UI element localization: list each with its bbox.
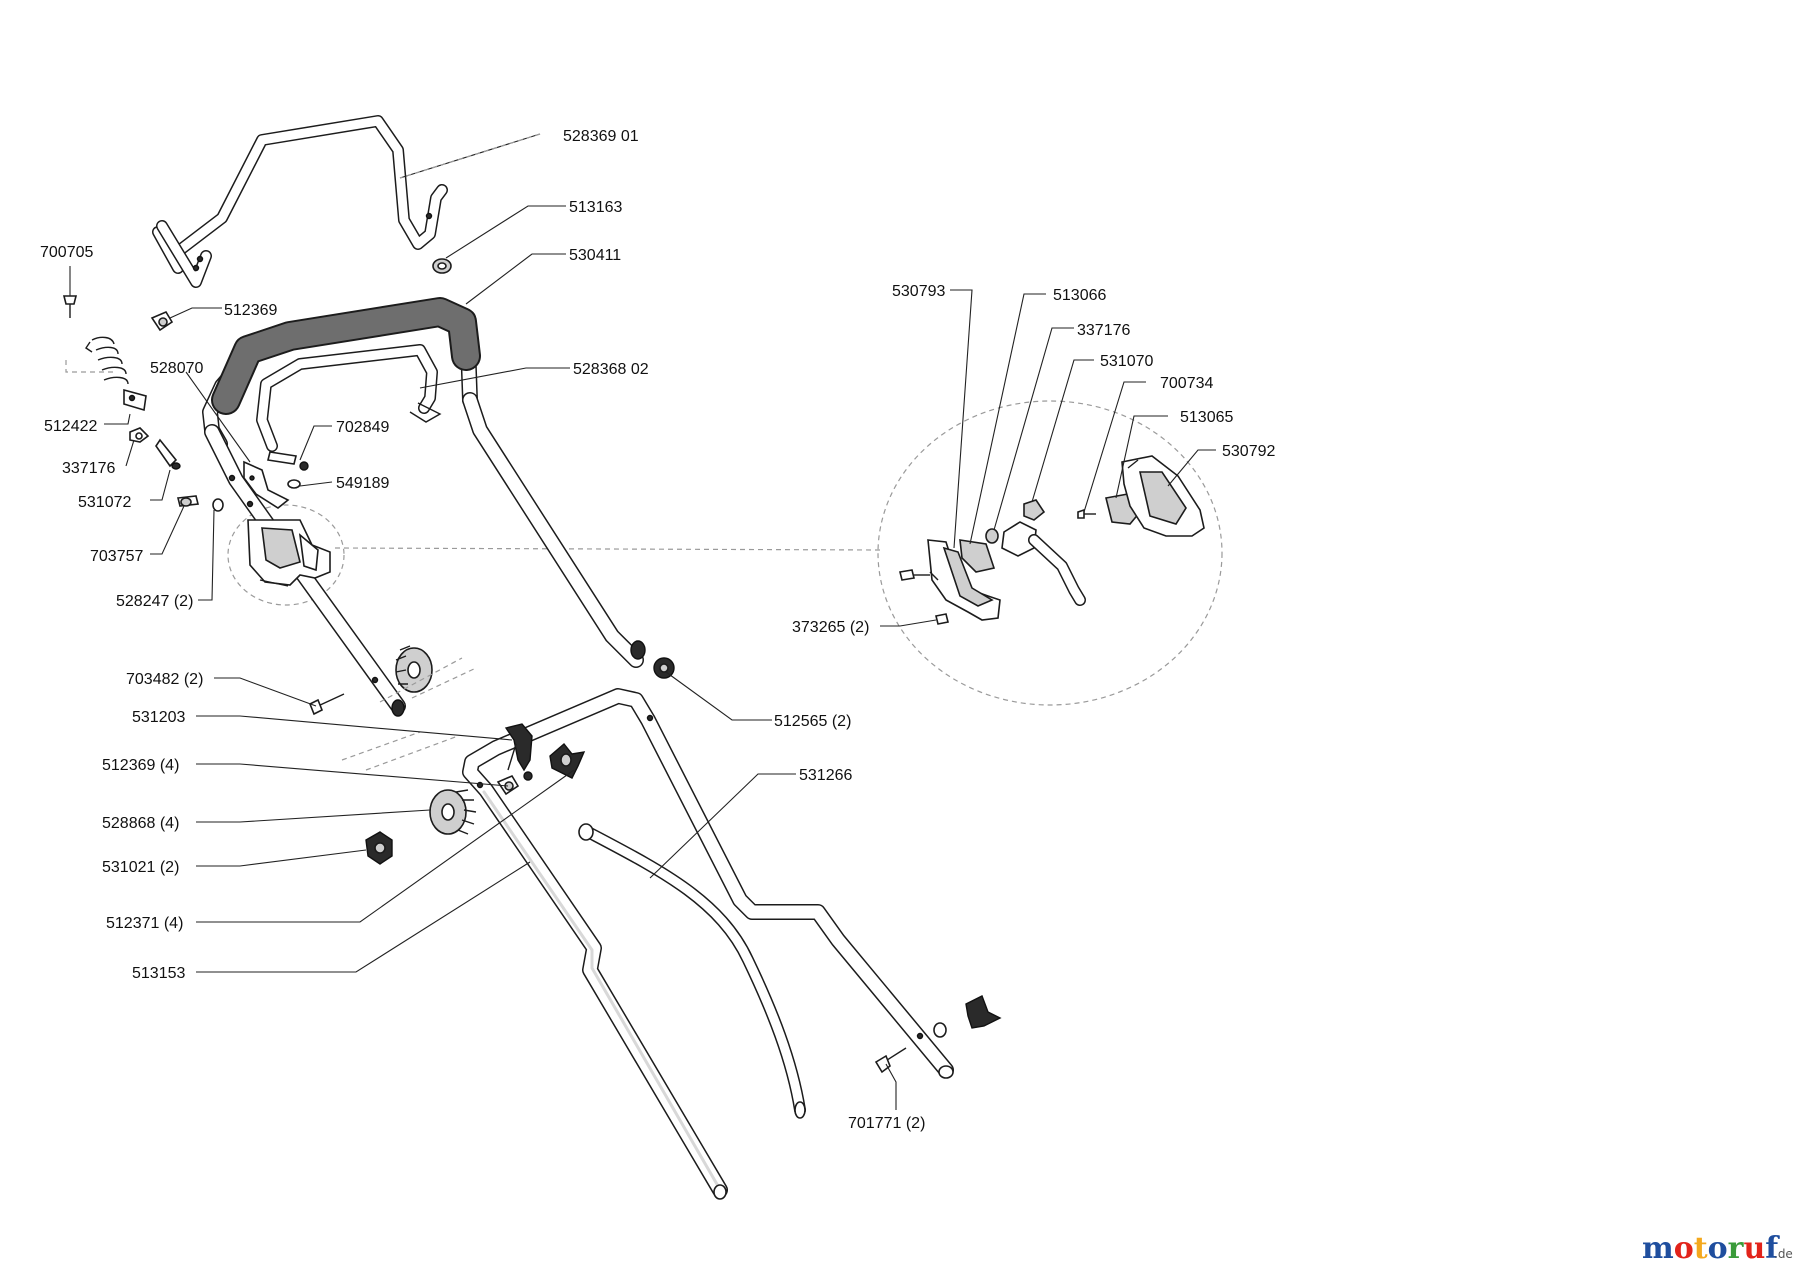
rubber-plug (653, 657, 675, 679)
label-531266: 531266 (799, 767, 852, 784)
cable-guide-tube (578, 823, 806, 1119)
assembly-guide (341, 731, 459, 771)
label-531203: 531203 (132, 709, 185, 726)
label-700705: 700705 (40, 244, 93, 261)
label-detail-513065: 513065 (1180, 409, 1233, 426)
label-337176: 337176 (62, 460, 115, 477)
label-531021: 531021 (2) (102, 859, 179, 876)
label-513163: 513163 (569, 199, 622, 216)
label-detail-530792: 530792 (1222, 443, 1275, 460)
spring-assembly (62, 295, 181, 470)
label-513153: 513153 (132, 965, 185, 982)
label-528369-01: 528369 01 (563, 128, 639, 145)
star-knob (933, 995, 1002, 1038)
label-703757: 703757 (90, 548, 143, 565)
svg-text:motoruf: motoruf (1642, 1231, 1780, 1266)
label-701771: 701771 (2) (848, 1115, 925, 1132)
bolt-icon (308, 693, 345, 716)
label-528247: 528247 (2) (116, 593, 193, 610)
upper-bail-bar (152, 115, 448, 288)
label-detail-530793: 530793 (892, 283, 945, 300)
detail-circle (877, 400, 1223, 706)
logo-o1: o (1674, 1231, 1694, 1266)
label-512369-4: 512369 (4) (102, 757, 179, 774)
screw-washer (177, 495, 224, 512)
clip-icon (150, 310, 174, 332)
label-512369: 512369 (224, 302, 277, 319)
label-detail-373265: 373265 (2) (792, 619, 869, 636)
label-512565: 512565 (2) (774, 713, 851, 730)
label-512371: 512371 (4) (106, 915, 183, 932)
lower-handle (462, 688, 954, 1200)
part-labels: 528369 01 513163 530411 700705 512369 52… (40, 128, 1275, 1132)
label-detail-337176: 337176 (1077, 322, 1130, 339)
detail-housing-530793 (899, 539, 1001, 625)
label-528868: 528868 (4) (102, 815, 179, 832)
label-528070: 528070 (150, 360, 203, 377)
pivot-pin (267, 451, 309, 489)
cable-lever (504, 723, 533, 781)
serrated-washer (429, 789, 477, 835)
detail-cover-530792 (1121, 455, 1205, 537)
logo-f: f (1765, 1231, 1780, 1266)
logo-m: m (1642, 1231, 1674, 1266)
hex-nut (365, 831, 393, 865)
detail-nut-337176 (985, 528, 999, 544)
label-549189: 549189 (336, 475, 389, 492)
motoruf-logo: motoruf .de (1642, 1231, 1793, 1266)
washer-icon (432, 258, 452, 274)
logo-o2: o (1708, 1231, 1728, 1266)
assembly-guide (379, 657, 477, 703)
bolt-icon (874, 1047, 907, 1074)
label-530411: 530411 (569, 247, 621, 264)
leader-lines (69, 133, 1216, 1110)
detail-link-line (334, 547, 881, 551)
label-531072: 531072 (78, 494, 131, 511)
label-detail-700734: 700734 (1160, 375, 1213, 392)
label-detail-513066: 513066 (1053, 287, 1106, 304)
star-knob (549, 742, 586, 779)
label-702849: 702849 (336, 419, 389, 436)
label-512422: 512422 (44, 418, 97, 435)
detail-pin-700734 (1077, 508, 1096, 519)
logo-t: t (1694, 1231, 1708, 1266)
detail-source-circle (227, 504, 345, 606)
logo-tld: .de (1774, 1247, 1793, 1261)
logo-u: u (1743, 1231, 1765, 1266)
label-703482: 703482 (2) (126, 671, 203, 688)
logo-r: r (1728, 1231, 1745, 1266)
label-528368-02: 528368 02 (573, 361, 649, 378)
detail-clip-513066 (959, 539, 996, 573)
cable-bracket (243, 460, 290, 509)
serrated-washer (395, 645, 433, 693)
detail-lever-531070 (1001, 499, 1086, 606)
control-housing (247, 519, 331, 587)
label-detail-531070: 531070 (1100, 353, 1153, 370)
clip-icon (496, 774, 520, 796)
